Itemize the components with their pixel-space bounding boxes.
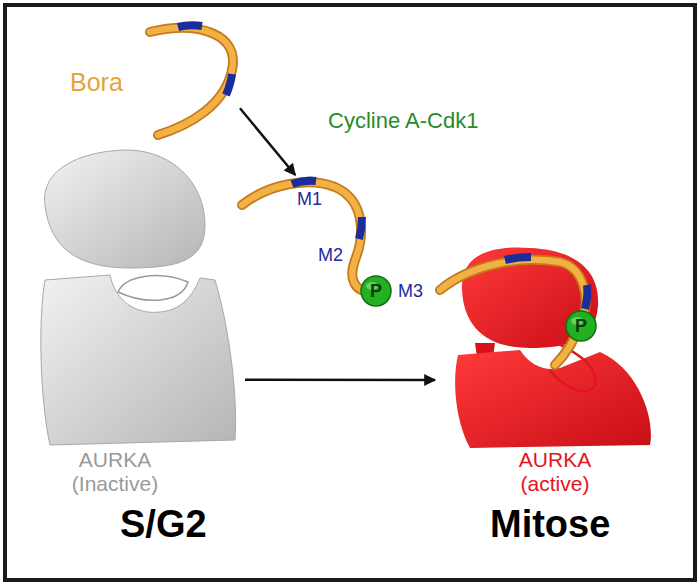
phosphate-circle: P xyxy=(360,275,392,307)
phase-label: S/G2 xyxy=(120,503,207,546)
motif-label: M2 xyxy=(318,245,354,266)
phosphate-label: P xyxy=(360,275,392,307)
phosphate-label: P xyxy=(565,310,597,342)
motif-label: M3 xyxy=(398,281,438,302)
kinase-inactive: AURKA (Inactive) xyxy=(30,140,245,505)
kinase-label: AURKA (Inactive) xyxy=(55,448,175,496)
frame-rect xyxy=(5,5,695,580)
phase-label: Mitose xyxy=(490,503,610,546)
phosphate-circle: P xyxy=(565,310,597,342)
motif-label: M1 xyxy=(297,189,337,210)
bora-strand: Bora xyxy=(70,22,240,137)
protein-label: Bora xyxy=(70,68,150,97)
enzyme-label: Cycline A-Cdk1 xyxy=(328,108,478,134)
reaction-arrow xyxy=(245,379,435,382)
reaction-arrow xyxy=(240,108,295,175)
kinase-active: AURKA (active) P xyxy=(435,235,660,505)
kinase-label: AURKA (active) xyxy=(495,448,615,496)
